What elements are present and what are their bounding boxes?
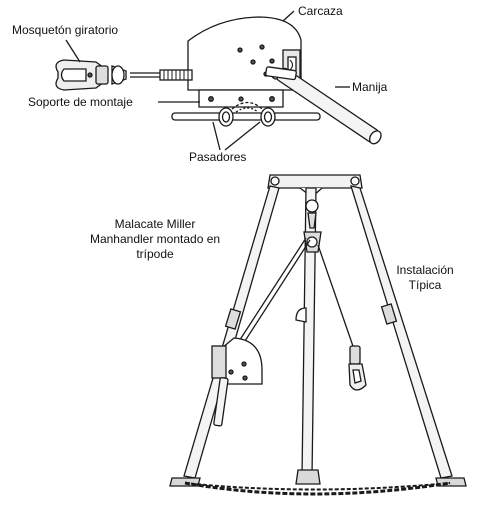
- leader-pasadores-right: [224, 121, 261, 151]
- bracket-hole: [238, 96, 244, 102]
- tripod-head: [267, 174, 363, 189]
- leader-mosqueton: [65, 39, 81, 63]
- label-manija: Manija: [352, 80, 388, 94]
- top-pulley: [305, 199, 319, 213]
- lifeline-hook: [348, 345, 367, 391]
- tripod-leg-right: [350, 185, 453, 479]
- lifeline-cable: [317, 244, 356, 353]
- label-soporte: Soporte de montaje: [28, 95, 133, 109]
- label-instalacion-line1: Instalación: [396, 263, 454, 277]
- label-instalacion: Instalación Típica: [385, 263, 465, 293]
- housing-hole: [237, 47, 243, 53]
- winch-on-tripod: [211, 337, 263, 427]
- bracket-hole: [208, 96, 214, 102]
- label-pasadores: Pasadores: [189, 150, 247, 164]
- housing-hole: [259, 44, 265, 50]
- label-malacate-line1: Malacate Miller: [114, 217, 196, 231]
- label-carcaza: Carcaza: [298, 4, 343, 18]
- label-mosqueton: Mosquetón giratorio: [12, 23, 119, 37]
- winch-cable: [231, 237, 307, 353]
- mounting-pins: [171, 101, 321, 127]
- tripod-chain: [184, 481, 451, 496]
- label-instalacion-line2: Típica: [408, 278, 442, 292]
- handle-lever: [265, 66, 297, 81]
- tripod-leg-center: [301, 187, 317, 477]
- label-malacate-line2: Manhandler montado en: [89, 232, 221, 246]
- leader-pasadores-left: [212, 121, 221, 151]
- tripod-foot-center: [295, 469, 321, 485]
- leader-carcaza: [282, 10, 295, 22]
- cable-and-hook: [55, 59, 193, 91]
- tripod-installation: [169, 174, 467, 496]
- housing-hole: [269, 58, 275, 64]
- housing-hole: [250, 59, 256, 65]
- bracket-hole: [269, 96, 275, 102]
- label-malacate: Malacate Miller Manhandler montado en tr…: [85, 217, 225, 262]
- center-leg-dring: [295, 307, 307, 323]
- label-malacate-line3: trípode: [136, 247, 174, 261]
- winch-detail: [55, 10, 382, 151]
